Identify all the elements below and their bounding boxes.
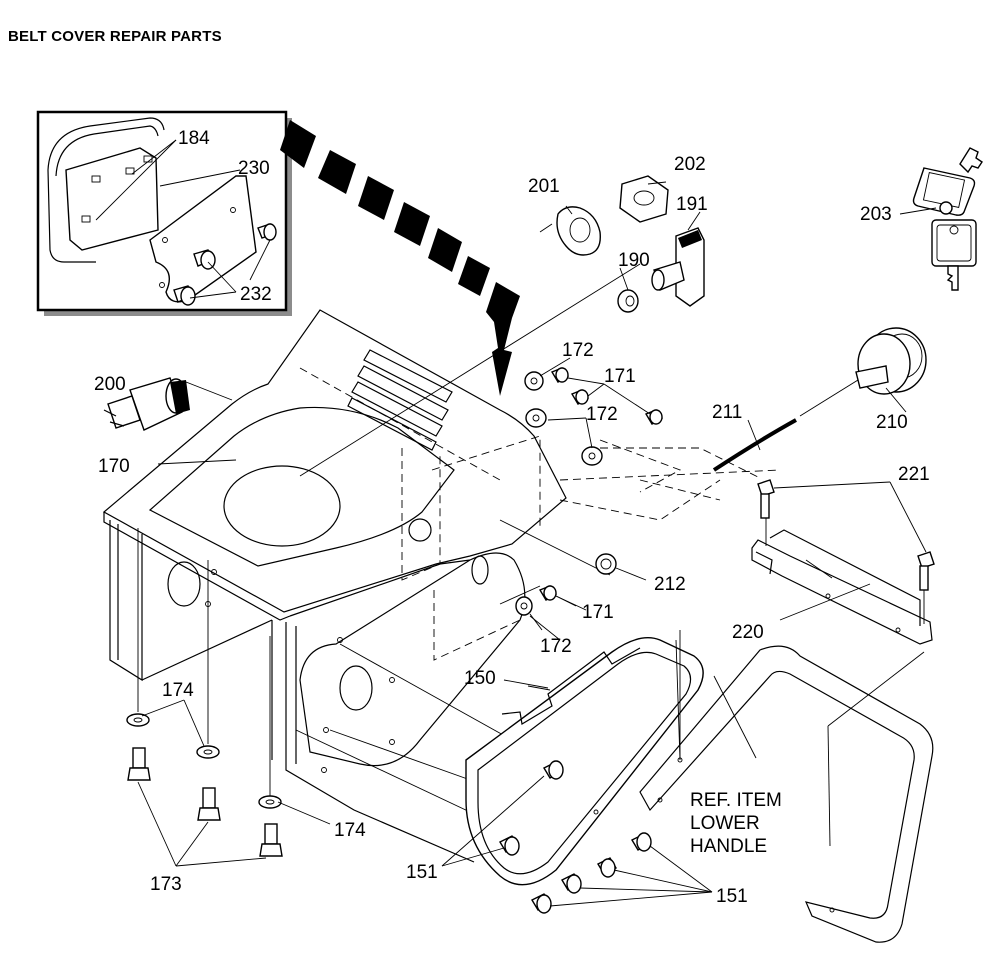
callout-172-c: 172 (540, 636, 572, 657)
ref-note-line3: HANDLE (690, 836, 767, 857)
switch-200-icon (103, 377, 233, 431)
choke-knob-210-icon (799, 327, 927, 417)
callout-151-b: 151 (716, 886, 748, 907)
callout-200: 200 (94, 374, 126, 395)
belt-cover-150 (465, 630, 704, 886)
callout-171-b: 171 (582, 602, 614, 623)
callout-210: 210 (876, 412, 908, 433)
callout-172-b: 172 (586, 404, 618, 425)
callout-151-a: 151 (406, 862, 438, 883)
callout-labels: 184 230 232 201 202 191 190 203 200 170 … (94, 128, 930, 907)
ref-note-line1: REF. ITEM (690, 790, 782, 811)
bolt-173-icon (127, 747, 283, 857)
screw-151-icon (441, 760, 713, 914)
bolt-221-icon (757, 479, 935, 624)
callout-230: 230 (238, 158, 270, 179)
callout-191: 191 (676, 194, 708, 215)
callout-203: 203 (860, 204, 892, 225)
screw-232-icon (173, 223, 277, 306)
key-203-icon (899, 147, 983, 291)
callout-172-a: 172 (562, 340, 594, 361)
ref-note-line2: LOWER (690, 813, 760, 834)
page-title: BELT COVER REPAIR PARTS (8, 28, 222, 45)
lower-handle-reference (639, 639, 934, 943)
callout-211: 211 (712, 402, 742, 423)
lock-washer-201-icon (556, 205, 601, 256)
screw-washer-set-upper (524, 357, 664, 466)
direction-arrow (280, 120, 520, 396)
knob-191-icon (651, 227, 705, 307)
washer-190-icon (617, 289, 639, 313)
callout-173: 173 (150, 874, 182, 895)
bracket-220 (751, 529, 933, 645)
main-housing-170 (102, 309, 781, 863)
callout-174-a: 174 (162, 680, 194, 701)
inset-detail-box (36, 110, 292, 316)
callout-220: 220 (732, 622, 764, 643)
callout-201: 201 (528, 176, 560, 197)
callout-170: 170 (98, 456, 130, 477)
callout-190: 190 (618, 250, 650, 271)
washer-174-icon (126, 713, 282, 809)
hex-nut-202-icon (619, 175, 669, 223)
callout-232: 232 (240, 284, 272, 305)
cable-211-icon (712, 418, 797, 472)
grommet-212-icon (595, 553, 647, 581)
callout-221: 221 (898, 464, 930, 485)
callout-202: 202 (674, 154, 706, 175)
callout-212: 212 (654, 574, 686, 595)
callout-171-a: 171 (604, 366, 636, 387)
callout-174-b: 174 (334, 820, 366, 841)
callout-150: 150 (464, 668, 496, 689)
callout-184: 184 (178, 128, 210, 149)
